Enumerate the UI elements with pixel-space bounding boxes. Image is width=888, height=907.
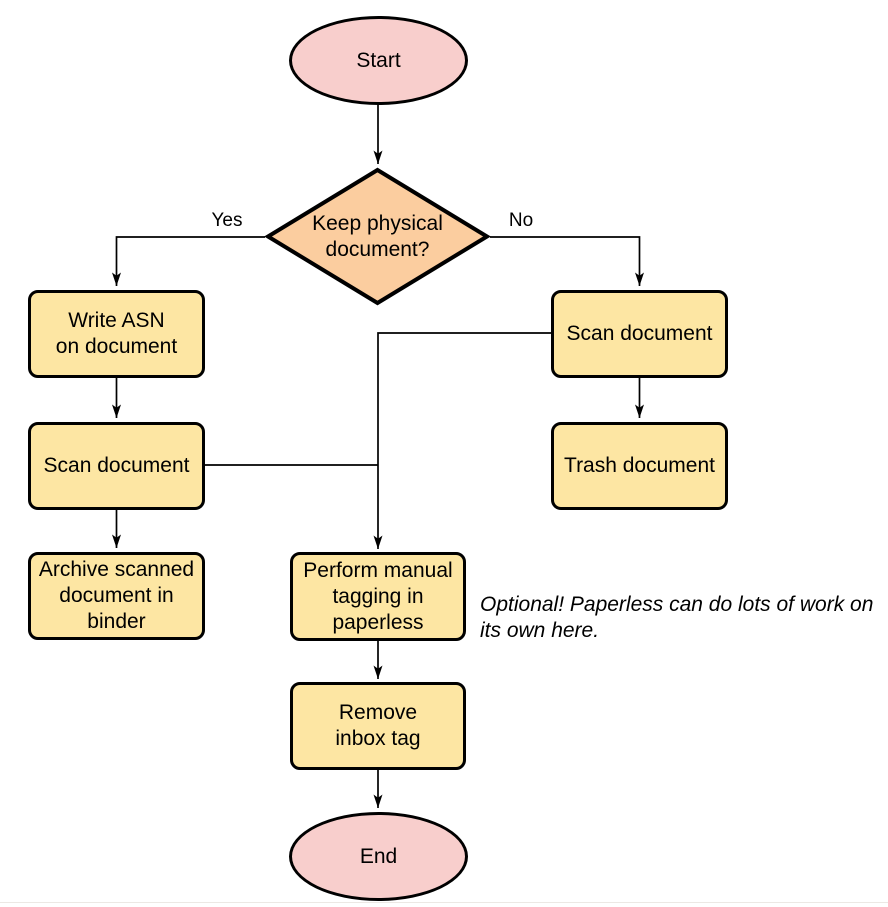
- edge-decision-no-to-scan-right: [490, 236, 644, 286]
- node-perform-manual-tagging: Perform manual tagging in paperless: [290, 552, 466, 641]
- diamond-shape: [264, 167, 491, 306]
- node-decision-keep-physical-document: Keep physical document?: [264, 167, 491, 306]
- node-decision-label: Keep physical document?: [312, 211, 443, 261]
- bottom-hairline: [0, 902, 888, 903]
- optional-note: Optional! Paperless can do lots of work …: [480, 593, 874, 642]
- edge-label-no: No: [508, 210, 534, 231]
- node-archive-scanned-document: Archive scanned document in binder: [28, 552, 205, 640]
- node-scan-document-right-label: Scan document: [566, 322, 713, 345]
- node-start: Start: [289, 16, 468, 105]
- node-archive-label: Archive scanned document in binder: [38, 558, 195, 633]
- edge-decision-yes-to-write-asn: [112, 236, 265, 286]
- node-tagging-label: Perform manual tagging in paperless: [303, 558, 453, 634]
- node-remove-inbox-tag: Remove inbox tag: [290, 682, 466, 770]
- edge-label-yes: Yes: [211, 210, 243, 231]
- node-trash-document-label: Trash document: [564, 454, 715, 477]
- node-scan-document-right: Scan document: [551, 290, 728, 378]
- node-scan-document-left-label: Scan document: [43, 454, 190, 477]
- node-trash-document: Trash document: [551, 422, 728, 510]
- node-end: End: [289, 812, 468, 901]
- node-write-asn: Write ASN on document: [28, 290, 205, 378]
- node-write-asn-label: Write ASN on document: [55, 309, 178, 358]
- node-remove-inbox-label: Remove inbox tag: [335, 701, 421, 750]
- node-scan-document-left: Scan document: [28, 422, 205, 510]
- node-start-label: Start: [356, 48, 401, 72]
- node-end-label: End: [359, 844, 398, 868]
- edge-scan-right-to-tagging: [373, 332, 551, 549]
